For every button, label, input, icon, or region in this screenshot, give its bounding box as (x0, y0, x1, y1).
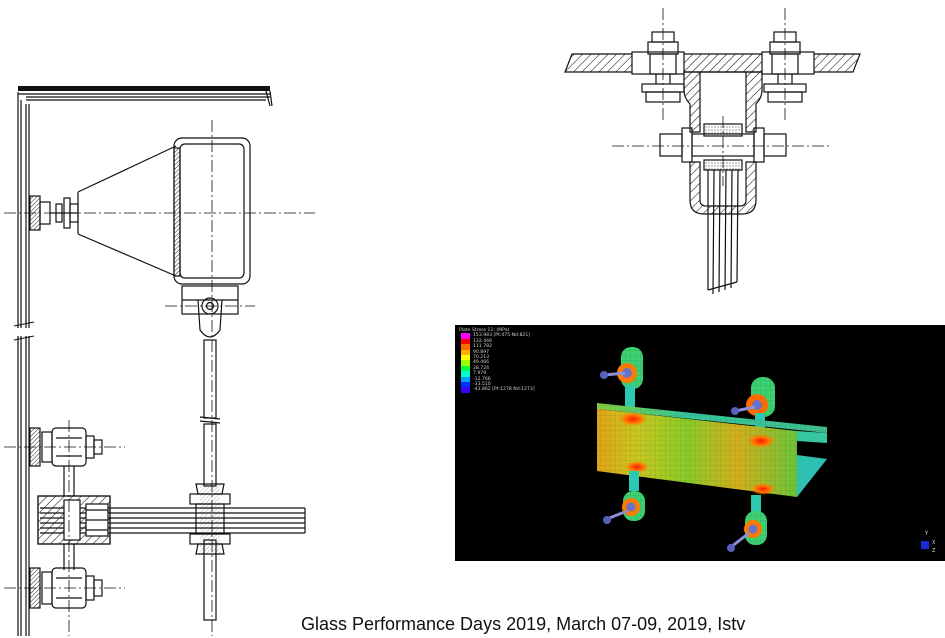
center-lines-right (612, 8, 832, 186)
cone-bracket (77, 145, 177, 277)
rod-glass-clamp (189, 483, 231, 555)
legend-row: -33.510 (459, 382, 535, 388)
legend-row: -12.766 (459, 376, 535, 383)
fem-hanger-upper-left (600, 347, 643, 407)
legend-min: -43.862 [Pt:1278 Nd:1273] (459, 387, 535, 393)
clamp-section-drawing (564, 31, 861, 295)
axes-triad: Y X Z (921, 531, 936, 554)
legend-max: 153.983 [Pt:475 Nd:821] (459, 333, 535, 339)
fem-stress-plot: Y X Z Plate Stress 11: (MPa) 153.983 [Pt… (455, 325, 945, 561)
legend-title: Plate Stress 11: (MPa) (459, 328, 510, 333)
fem-beam (597, 403, 827, 497)
svg-text:X: X (932, 540, 936, 546)
legend-row: 111.782 (459, 344, 535, 350)
fem-model-view: Y X Z (597, 347, 936, 554)
fin-upper-bolt (29, 427, 103, 496)
fin-lower-bolt (29, 544, 103, 609)
stress-legend: Plate Stress 11: (MPa) 153.983 [Pt:475 N… (459, 328, 535, 393)
legend-row: 49.466 (459, 360, 535, 366)
center-lines-left (4, 120, 315, 636)
glass-clamp-cup (689, 159, 757, 215)
legend-row: 70.213 (459, 355, 535, 361)
vertical-frame (13, 92, 35, 636)
clevis-hanger (181, 285, 239, 338)
legend-row: 90.897 (459, 349, 535, 356)
top-beam (18, 86, 273, 107)
fem-hanger-lower-right (727, 495, 767, 552)
legend-row: 28.724 (459, 365, 535, 372)
fem-hanger-lower-left (603, 471, 645, 524)
svg-text:Y: Y (924, 531, 929, 537)
top-plate (564, 51, 861, 75)
vertical-rod (199, 339, 221, 621)
legend-row: 132.446 (459, 338, 535, 345)
glass-plies (707, 169, 739, 295)
side-elevation-drawing (13, 86, 306, 636)
fin-frame-connection (37, 495, 111, 545)
footer-caption: Glass Performance Days 2019, March 07-09… (301, 614, 746, 634)
svg-text:Z: Z (932, 548, 936, 554)
legend-row: 7.979 (459, 371, 535, 377)
